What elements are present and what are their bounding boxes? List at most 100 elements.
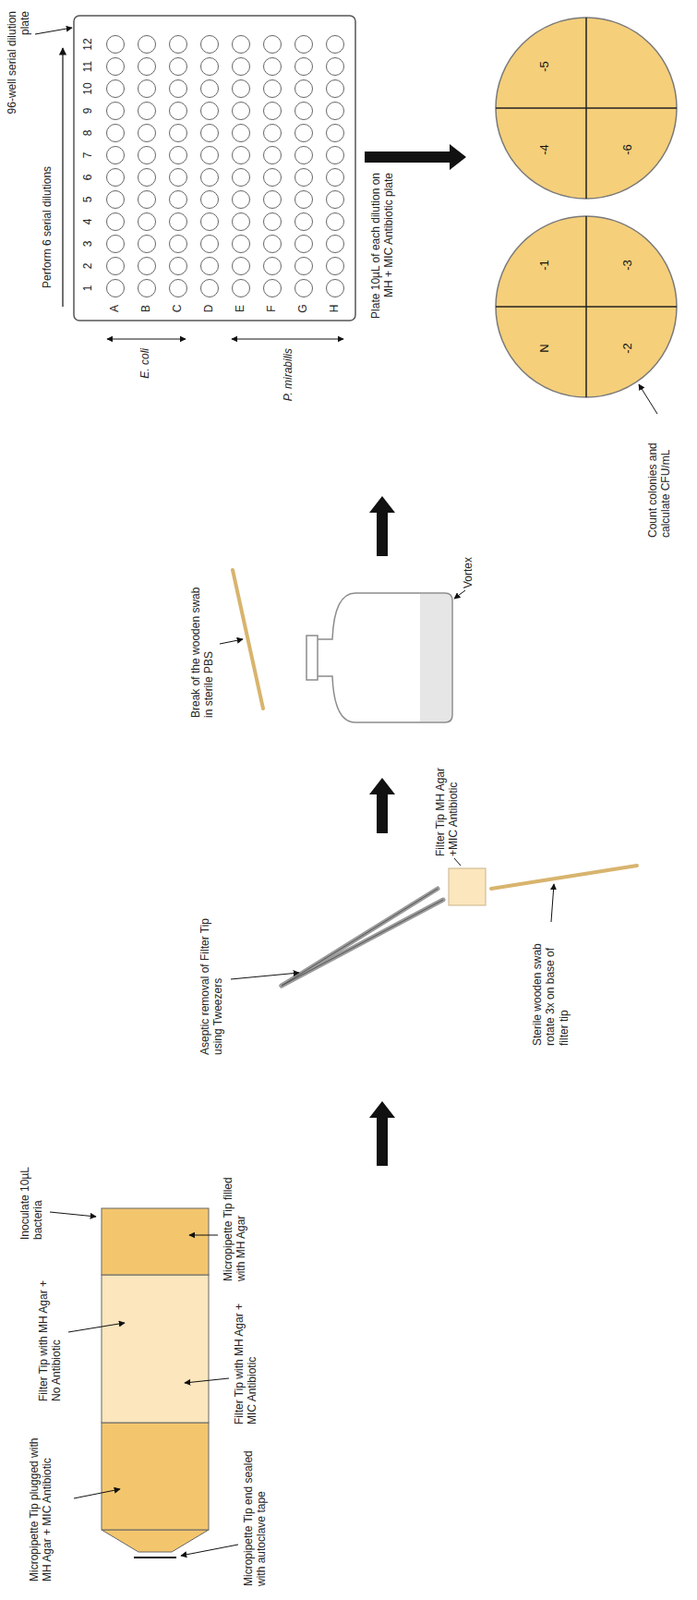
well <box>107 58 125 76</box>
organism-label: P. mirabilis <box>281 348 295 445</box>
well <box>138 213 157 231</box>
dish-outline <box>493 15 679 201</box>
well <box>264 213 282 231</box>
well <box>295 36 313 54</box>
row-letter: A <box>108 300 121 317</box>
well <box>201 168 219 187</box>
callout-label: Inoculate 10µL bacteria <box>18 1151 46 1239</box>
leader-line <box>184 1377 229 1382</box>
well <box>201 191 219 209</box>
well <box>326 279 345 298</box>
well <box>107 191 125 209</box>
callout-label: Filter Tip with MH Agar + MIC Antibiotic <box>232 1298 260 1424</box>
tip-point <box>101 1528 209 1551</box>
leader-line <box>454 857 461 866</box>
well <box>295 58 313 76</box>
well <box>201 80 219 98</box>
callout-label: Micropipette Tip plugged with MH Agar + … <box>27 1432 55 1581</box>
well <box>326 124 345 143</box>
well <box>232 124 251 143</box>
wooden-swab <box>232 569 264 709</box>
well <box>326 168 345 187</box>
leader-line <box>49 1211 97 1216</box>
well <box>138 124 157 143</box>
flow-arrow <box>369 495 396 556</box>
callout-label: Vortex <box>461 532 475 589</box>
well <box>232 168 251 187</box>
well <box>201 213 219 231</box>
well <box>232 191 251 209</box>
petri-dish: -4-5-6 <box>493 15 679 201</box>
dilution-label: N <box>537 343 553 352</box>
organism-label: E. coli <box>138 348 152 436</box>
row-letter: B <box>139 300 153 317</box>
well <box>326 102 345 121</box>
column-number: 6 <box>81 167 95 188</box>
well <box>138 191 157 209</box>
dilution-label: -6 <box>620 144 636 156</box>
tip-plug-agar <box>101 1421 209 1529</box>
well-grid <box>107 36 345 298</box>
column-number: 11 <box>81 56 95 77</box>
well <box>264 235 282 253</box>
well <box>295 191 313 209</box>
well <box>264 257 282 276</box>
well <box>264 102 282 121</box>
well <box>232 235 251 253</box>
well <box>169 124 188 143</box>
tip-filled-agar <box>101 1207 209 1274</box>
filter-tip-agar <box>101 1273 209 1422</box>
well <box>138 235 157 253</box>
row-letter: E <box>233 300 247 317</box>
dilution-label: -4 <box>537 144 553 156</box>
well <box>169 80 188 98</box>
callout-label: Plate 10µL of each dilution on MH + MIC … <box>369 172 397 330</box>
well <box>107 36 125 54</box>
well <box>295 102 313 121</box>
column-number: 12 <box>81 34 95 55</box>
well <box>295 235 313 253</box>
row-letter: F <box>264 300 278 317</box>
agar-plate <box>495 216 677 397</box>
tweezers-outline <box>281 888 444 986</box>
leader-line <box>219 638 243 644</box>
well <box>264 168 282 187</box>
petri-dish: N-1-2-3 <box>493 214 679 399</box>
well <box>107 235 125 253</box>
well <box>264 58 282 76</box>
well <box>232 279 251 298</box>
callout-label: Aseptic removal of Filter Tip using Twee… <box>198 892 226 1055</box>
well <box>107 168 125 187</box>
well <box>232 146 251 165</box>
row-letter: G <box>296 300 310 317</box>
well <box>326 146 345 165</box>
well <box>264 146 282 165</box>
well <box>326 191 345 209</box>
well <box>264 80 282 98</box>
well <box>138 168 157 187</box>
well <box>107 257 125 276</box>
filter-tip-piece <box>448 867 486 905</box>
well <box>169 58 188 76</box>
well <box>107 279 125 298</box>
dilution-label: -3 <box>620 259 636 271</box>
flow-arrow <box>369 1100 396 1166</box>
well <box>201 146 219 165</box>
well <box>326 213 345 231</box>
row-letter: H <box>327 300 341 317</box>
well <box>138 36 157 54</box>
well <box>264 191 282 209</box>
leader-line <box>180 1543 239 1555</box>
well-plate <box>73 15 356 321</box>
leader-line <box>73 1488 121 1498</box>
well <box>232 58 251 76</box>
well <box>201 257 219 276</box>
well <box>264 36 282 54</box>
well <box>232 102 251 121</box>
dilution-arrow <box>61 48 63 307</box>
well <box>169 279 188 298</box>
column-number: 4 <box>81 211 95 232</box>
callout-label: Perform 6 serial dilutions <box>40 84 54 289</box>
column-number: 2 <box>81 255 95 277</box>
